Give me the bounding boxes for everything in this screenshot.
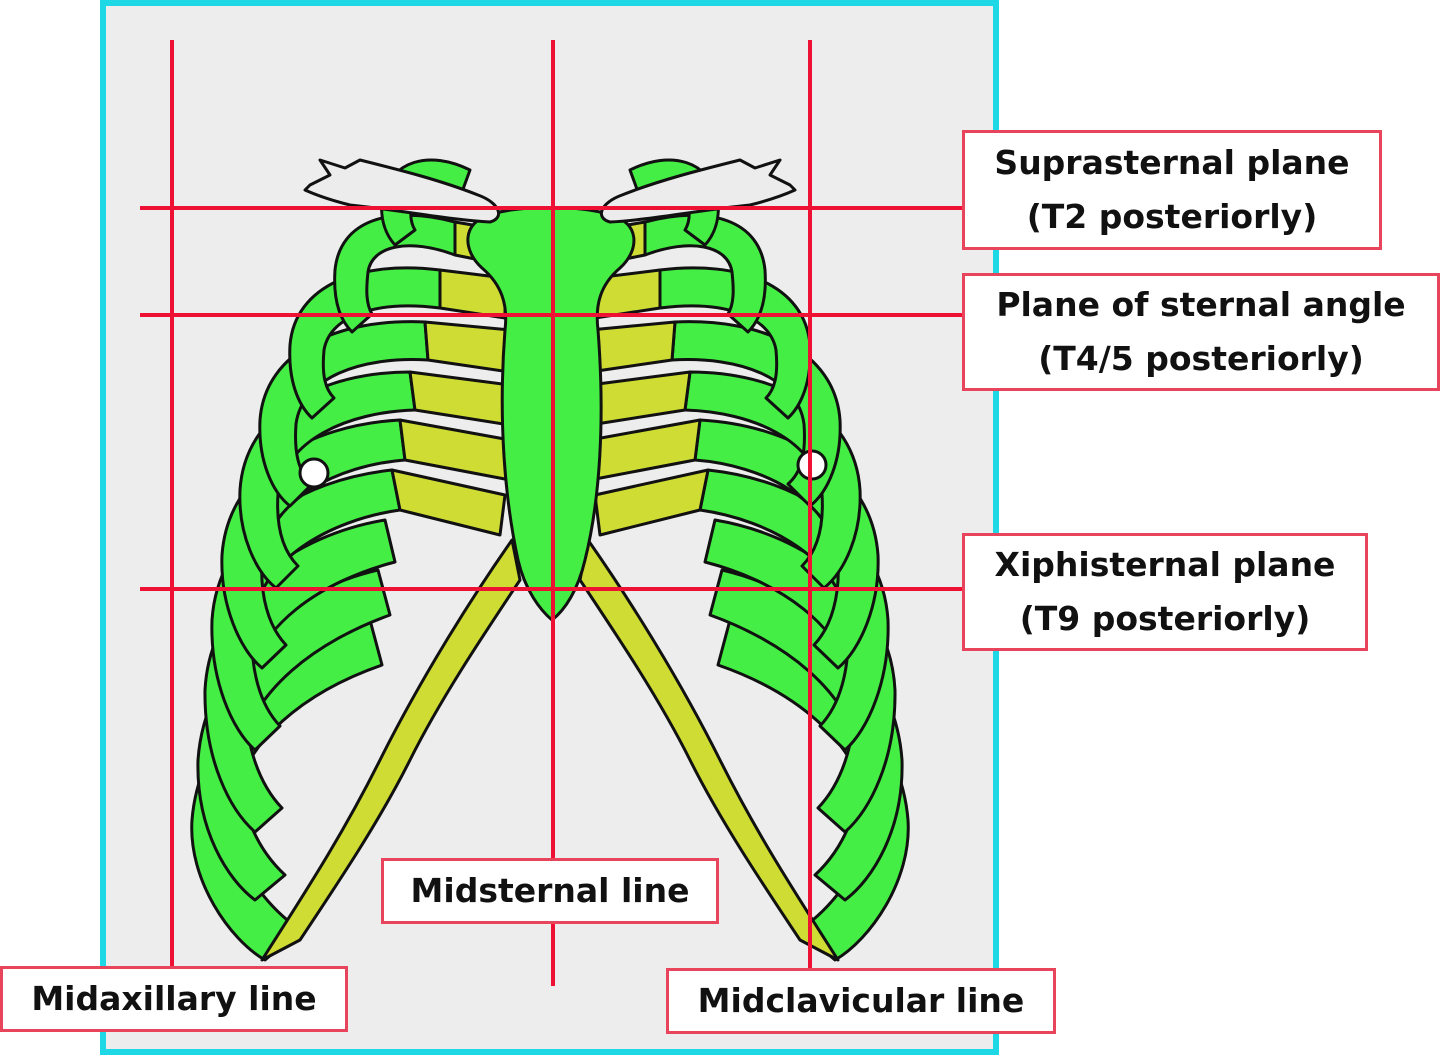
midclavicular-line-label: Midclavicular line bbox=[666, 968, 1056, 1034]
left-cartilage-7 bbox=[390, 468, 507, 537]
midsternal-line-label: Midsternal line bbox=[381, 858, 719, 924]
suprasternal-plane-label: Suprasternal plane (T2 posteriorly) bbox=[962, 130, 1382, 250]
right-ribs bbox=[628, 158, 910, 962]
sternum bbox=[466, 206, 636, 622]
left-costal-margin bbox=[260, 538, 522, 962]
xiphisternal-plane-title: Xiphisternal plane bbox=[994, 545, 1336, 584]
right-cartilage-7 bbox=[593, 468, 710, 537]
suprasternal-plane-note: (T2 posteriorly) bbox=[1026, 197, 1318, 236]
midaxillary-line-text: Midaxillary line bbox=[31, 979, 317, 1018]
sternal-angle-plane-note: (T4/5 posteriorly) bbox=[1038, 339, 1364, 378]
left-nipple-marker bbox=[298, 457, 330, 489]
xiphisternal-plane-note: (T9 posteriorly) bbox=[1019, 599, 1311, 638]
midaxillary-line-label: Midaxillary line bbox=[0, 966, 348, 1032]
xiphisternal-plane-label: Xiphisternal plane (T9 posteriorly) bbox=[962, 533, 1368, 651]
midsternal-line-text: Midsternal line bbox=[410, 871, 690, 910]
suprasternal-plane-title: Suprasternal plane bbox=[994, 143, 1350, 182]
reference-lines bbox=[140, 40, 962, 986]
right-costal-margin bbox=[578, 538, 840, 962]
sternal-angle-plane-label: Plane of sternal angle (T4/5 posteriorly… bbox=[962, 273, 1440, 391]
left-rib-2 bbox=[333, 213, 457, 334]
sternal-angle-plane-title: Plane of sternal angle bbox=[996, 285, 1406, 324]
midclavicular-line-text: Midclavicular line bbox=[697, 981, 1025, 1020]
right-rib-2 bbox=[643, 213, 767, 334]
costal-cartilages bbox=[260, 220, 840, 962]
